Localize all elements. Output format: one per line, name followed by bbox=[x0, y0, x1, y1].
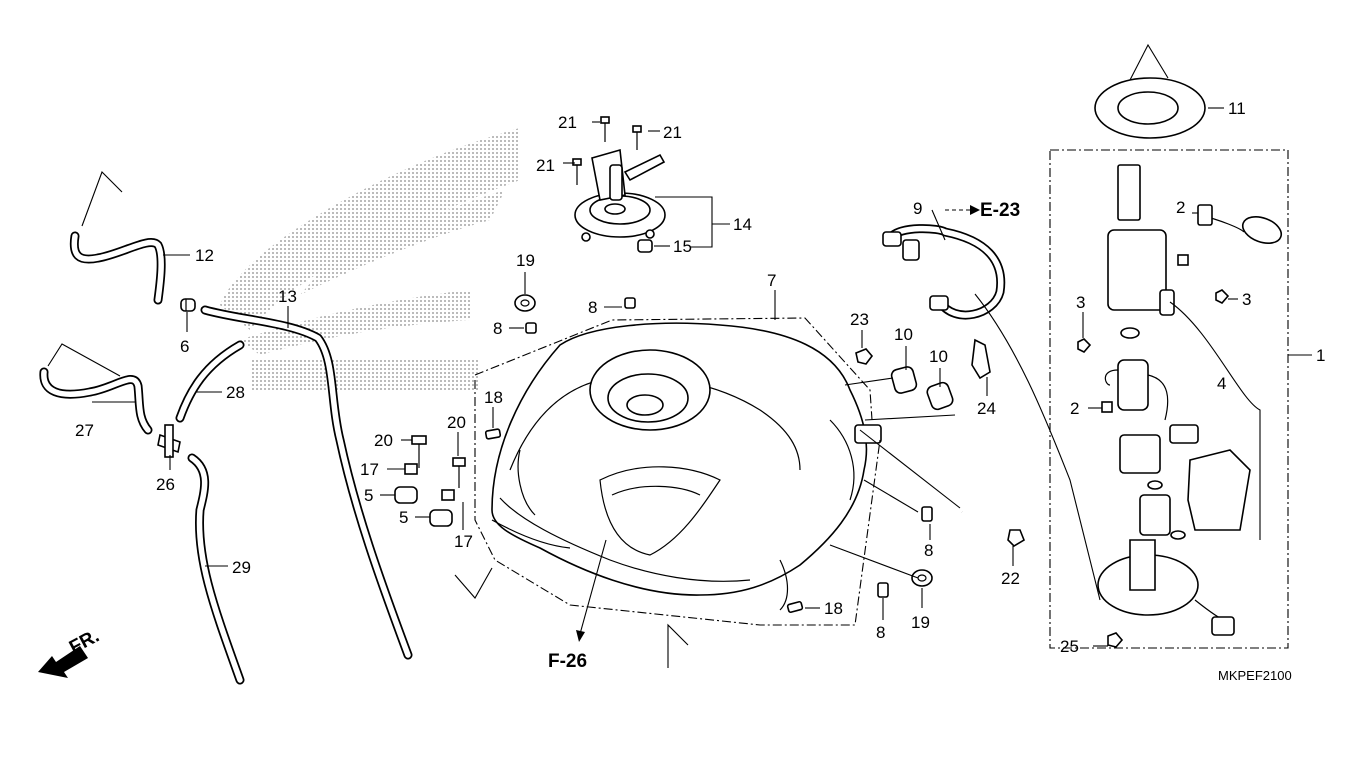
callout-18b: 18 bbox=[824, 599, 843, 618]
hose-27 bbox=[39, 343, 153, 435]
callout-14: 14 bbox=[733, 215, 752, 234]
bolt-20 bbox=[411, 435, 466, 488]
hose-29 bbox=[187, 453, 245, 685]
bolt-21 bbox=[572, 116, 642, 185]
clamp-24 bbox=[971, 338, 991, 380]
ref-arrow-e23 bbox=[945, 205, 980, 215]
tank-group-outline-lower bbox=[474, 380, 881, 626]
callout-21b: 21 bbox=[663, 123, 682, 142]
callout-10a: 10 bbox=[894, 325, 913, 344]
callout-5a: 5 bbox=[364, 486, 373, 505]
pump-set-plate-11 bbox=[1094, 43, 1206, 139]
callout-2b: 2 bbox=[1070, 399, 1079, 418]
callout-11: 11 bbox=[1228, 99, 1246, 118]
tank-group-outline bbox=[474, 317, 873, 421]
callout-17b: 17 bbox=[454, 532, 473, 551]
leader-lines bbox=[92, 107, 1312, 647]
t-joint-26 bbox=[157, 424, 181, 458]
ref-arrow-f26 bbox=[576, 539, 607, 642]
diagram-code: MKPEF2100 bbox=[1218, 668, 1292, 683]
clip-8 bbox=[525, 297, 933, 598]
callout-20a: 20 bbox=[374, 431, 393, 450]
callout-24: 24 bbox=[977, 399, 996, 418]
honda-wing-logo bbox=[220, 128, 520, 390]
leader-4-bracket bbox=[1169, 301, 1261, 540]
grommet-19 bbox=[514, 294, 933, 587]
callout-19a: 19 bbox=[516, 251, 535, 270]
callout-15: 15 bbox=[673, 237, 692, 256]
callout-25: 25 bbox=[1060, 637, 1079, 656]
callout-13: 13 bbox=[278, 287, 297, 306]
callout-3a: 3 bbox=[1242, 290, 1251, 309]
callout-3b: 3 bbox=[1076, 293, 1085, 312]
rubber-5 bbox=[394, 486, 453, 527]
fuel-feed-hose-9 bbox=[882, 224, 1006, 320]
callout-8a: 8 bbox=[588, 298, 597, 317]
callout-20b: 20 bbox=[447, 413, 466, 432]
fuel-tank bbox=[491, 322, 882, 611]
callout-8c: 8 bbox=[924, 541, 933, 560]
fuel-pump-parts bbox=[1077, 164, 1283, 648]
callout-22: 22 bbox=[1001, 569, 1020, 588]
front-direction-arrow-icon bbox=[38, 646, 88, 678]
reference-e23: E-23 bbox=[980, 200, 1020, 221]
callout-10b: 10 bbox=[929, 347, 948, 366]
reference-f26: F-26 bbox=[548, 651, 587, 672]
callout-23: 23 bbox=[850, 310, 869, 329]
callout-5b: 5 bbox=[399, 508, 408, 527]
hose-12 bbox=[69, 171, 166, 305]
callout-29: 29 bbox=[232, 558, 251, 577]
callout-1: 1 bbox=[1316, 346, 1325, 365]
cushion-18 bbox=[484, 428, 804, 614]
callout-6: 6 bbox=[180, 337, 189, 356]
callout-21c: 21 bbox=[536, 156, 555, 175]
callout-27: 27 bbox=[75, 421, 94, 440]
clip-6 bbox=[180, 298, 196, 312]
callout-21a: 21 bbox=[558, 113, 577, 132]
callout-4: 4 bbox=[1217, 374, 1226, 393]
callout-9: 9 bbox=[913, 199, 922, 218]
callout-12: 12 bbox=[195, 246, 214, 265]
hose-13 bbox=[200, 305, 413, 660]
pump-group-outline bbox=[1049, 149, 1289, 649]
hose-28 bbox=[175, 340, 245, 423]
callout-19b: 19 bbox=[911, 613, 930, 632]
bolt-22 bbox=[961, 510, 1025, 548]
bracket-lines-bottom bbox=[454, 567, 689, 668]
callout-7: 7 bbox=[767, 271, 776, 290]
callout-8d: 8 bbox=[876, 623, 885, 642]
cap-plug-15 bbox=[637, 239, 653, 253]
callout-17a: 17 bbox=[360, 460, 379, 479]
callout-2a: 2 bbox=[1176, 198, 1185, 217]
fuel-cap-assembly bbox=[574, 148, 666, 242]
mount-10 bbox=[890, 366, 954, 411]
callout-8b: 8 bbox=[493, 319, 502, 338]
nut-23 bbox=[855, 348, 874, 365]
collar-17 bbox=[404, 463, 455, 501]
callout-28: 28 bbox=[226, 383, 245, 402]
callout-26: 26 bbox=[156, 475, 175, 494]
callout-18a: 18 bbox=[484, 388, 503, 407]
